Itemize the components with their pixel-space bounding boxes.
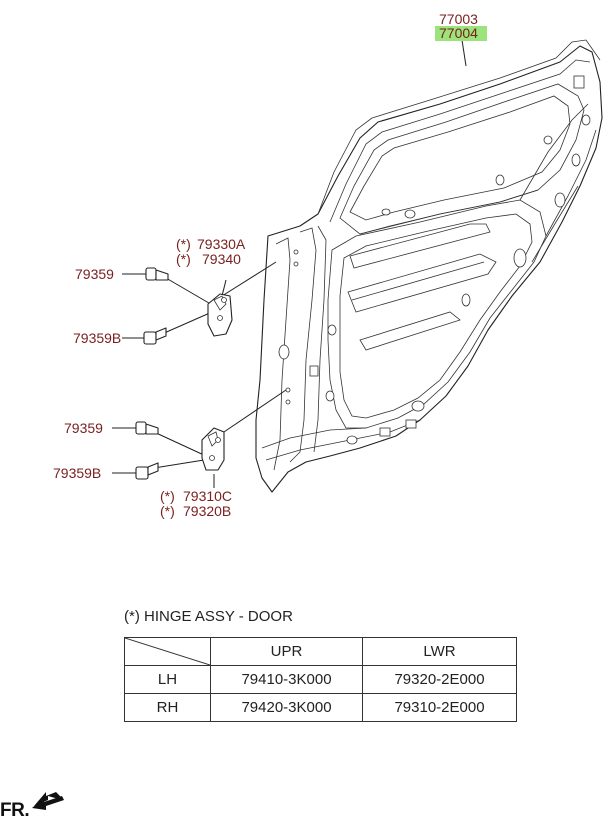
rear-door-panel xyxy=(255,39,603,493)
callout-hinge-lower-a[interactable]: 79310C xyxy=(183,488,232,504)
table-cell-part[interactable]: 79310-2E000 xyxy=(362,693,517,722)
callout-seal-upper[interactable]: 77003 xyxy=(439,11,478,27)
callout-seal-lower[interactable]: 77004 xyxy=(439,25,478,41)
table-cell-part[interactable]: 79420-3K000 xyxy=(210,693,363,722)
asterisk-mark: (*) xyxy=(176,236,191,252)
table-header-row: UPR LWR xyxy=(124,637,517,666)
callout-hinge-upper-b[interactable]: 79340 xyxy=(202,251,241,267)
asterisk-mark: (*) xyxy=(160,503,175,519)
front-direction-arrow-icon xyxy=(32,796,64,810)
upper-hinge xyxy=(207,293,233,337)
hinge-part-table: UPR LWR LH 79410-3K000 79320-2E000 RH 79… xyxy=(124,637,517,722)
lower-bolt xyxy=(135,421,159,435)
callout-hinge-lower-b[interactable]: 79320B xyxy=(183,503,231,519)
table-cell-side: LH xyxy=(124,665,211,694)
callout-hinge-upper-a[interactable]: 79330A xyxy=(197,236,246,252)
callout-bolt-lower-b[interactable]: 79359B xyxy=(53,465,101,481)
callout-highlight xyxy=(435,26,487,41)
table-row: LH 79410-3K000 79320-2E000 xyxy=(124,665,517,694)
upper-bolt xyxy=(145,267,169,281)
diagonal-divider xyxy=(125,638,210,665)
hinge-assy-note: (*) HINGE ASSY - DOOR xyxy=(124,608,293,625)
leader-lines xyxy=(112,39,467,488)
table-cell-side: RH xyxy=(124,693,211,722)
callout-bolt-lower[interactable]: 79359 xyxy=(64,420,103,436)
table-cell-part[interactable]: 79410-3K000 xyxy=(210,665,363,694)
callout-bolt-upper[interactable]: 79359 xyxy=(75,266,114,282)
table-header-upr: UPR xyxy=(210,637,363,666)
front-direction-label: FR. xyxy=(0,800,30,821)
table-cell-part[interactable]: 79320-2E000 xyxy=(362,665,517,694)
asterisk-mark: (*) xyxy=(176,251,191,267)
table-corner-cell xyxy=(124,637,211,666)
lower-hinge xyxy=(201,427,225,471)
table-row: RH 79420-3K000 79310-2E000 xyxy=(124,693,517,722)
upper-bolt-b xyxy=(143,327,167,345)
asterisk-mark: (*) xyxy=(160,488,175,504)
callout-bolt-upper-b[interactable]: 79359B xyxy=(73,330,121,346)
lower-bolt-b xyxy=(135,462,159,480)
table-header-lwr: LWR xyxy=(362,637,517,666)
